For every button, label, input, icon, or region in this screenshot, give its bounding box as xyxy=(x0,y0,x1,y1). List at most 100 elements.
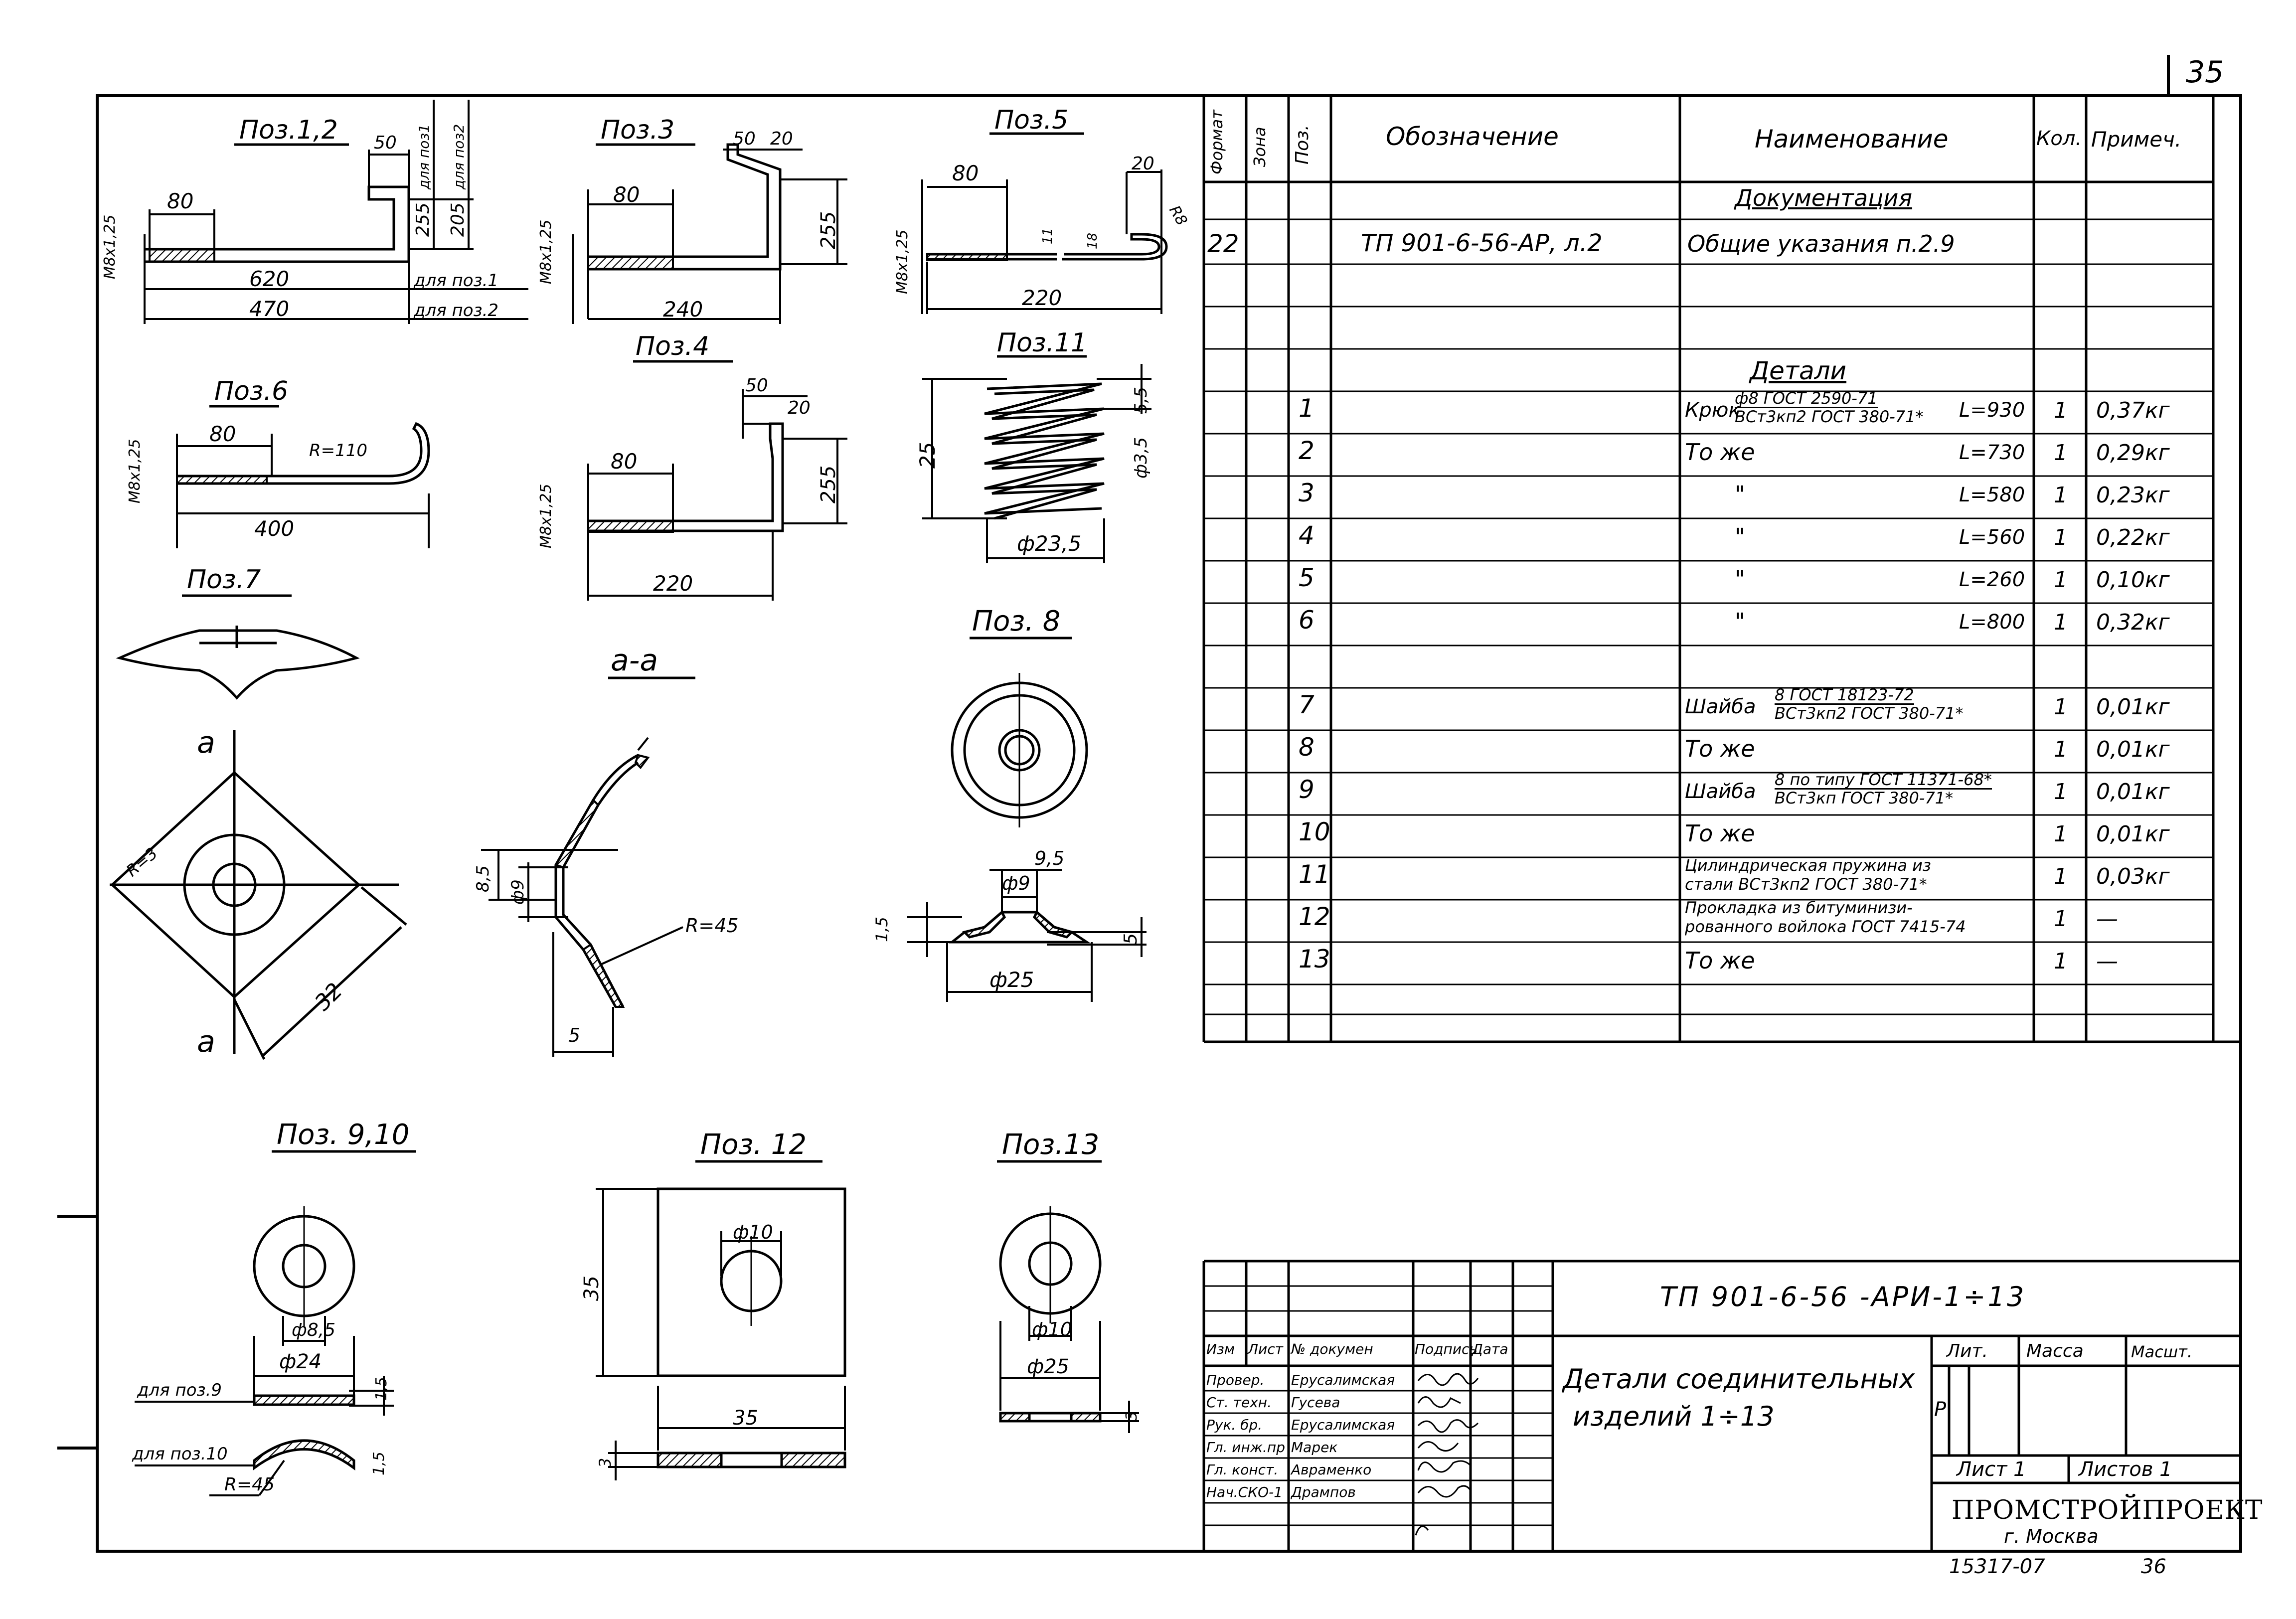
dim-35-v: 35 xyxy=(580,1276,603,1301)
spec-header-note: Примеч. xyxy=(2091,127,2182,152)
spec-row-name: То же xyxy=(1685,947,1755,974)
spec-row-pos: 10 xyxy=(1299,817,1330,846)
dim-220: 220 xyxy=(653,571,693,596)
dim-d25: ф25 xyxy=(1027,1355,1069,1378)
spec-row-note: 0,22кг xyxy=(2096,525,2170,550)
spec-row-lines xyxy=(1204,218,2213,1015)
spec-row-qty: 1 xyxy=(2054,483,2068,508)
view-title-poz-3: Поз.3 xyxy=(601,115,674,145)
tb-mass: Масса xyxy=(2026,1341,2084,1361)
dim-d9: ф9 xyxy=(1002,872,1030,894)
dim-50: 50 xyxy=(745,375,768,396)
dim-240: 240 xyxy=(663,297,703,322)
spec-row-qty: 1 xyxy=(2054,610,2068,635)
tb-col-sign: Подпись xyxy=(1415,1341,1477,1357)
spec-row-qty: 1 xyxy=(2054,525,2068,550)
dim-80: 80 xyxy=(613,182,640,207)
fraction-bottom: ВСт3кп ГОСТ 380-71* xyxy=(1775,789,1954,808)
spec-row-qty: 1 xyxy=(2054,398,2068,423)
thread-label: М8х1,25 xyxy=(537,219,555,284)
view-title-poz-7: Поз.7 xyxy=(187,565,261,595)
tb-org: ПРОМСТРОЙПРОЕКТ xyxy=(1952,1495,2263,1525)
dim-11: 11 xyxy=(1040,228,1055,244)
view-poz-1-2 xyxy=(144,100,528,324)
view-section-a-a xyxy=(481,676,695,1057)
spec-row-name: Шайба xyxy=(1685,780,1756,803)
signer-name: Ерусалимская xyxy=(1291,1372,1395,1388)
spec-row-pos: 6 xyxy=(1299,606,1314,635)
fraction-bottom: ВСт3кп2 ГОСТ 380-71* xyxy=(1735,407,1924,426)
view-title-poz-11: Поз.11 xyxy=(997,328,1087,358)
dim-80: 80 xyxy=(167,189,193,213)
view-title-poz-12: Поз. 12 xyxy=(700,1129,807,1161)
spec-row-name: То же xyxy=(1685,439,1755,466)
thread-label: М8х1,25 xyxy=(101,214,119,279)
signer-role: Нач.СКО-1 xyxy=(1206,1484,1283,1500)
dim-d25: ф25 xyxy=(989,968,1034,992)
dim-5-5: 5,5 xyxy=(1131,387,1151,414)
dim-1-5-b: 1,5 xyxy=(370,1452,388,1475)
spec-row-length: L=800 xyxy=(1959,611,2025,634)
tb-col-doc: № докумен xyxy=(1291,1341,1373,1357)
spec-row-pos: 13 xyxy=(1299,945,1330,973)
spec-header-qty: Кол. xyxy=(2036,127,2082,150)
tb-col-date: Дата xyxy=(1472,1341,1508,1357)
spec-row-note: — xyxy=(2096,949,2118,974)
dim-r8: R8 xyxy=(1165,203,1190,229)
spec-row-note: 0,37кг xyxy=(2096,398,2170,423)
spec-row-length: L=260 xyxy=(1959,568,2025,591)
dim-400: 400 xyxy=(254,516,294,541)
signer-role: Провер. xyxy=(1206,1372,1265,1388)
spec-row-note: — xyxy=(2096,906,2118,932)
dim-d10: ф10 xyxy=(733,1221,773,1243)
spec-row-pos: 4 xyxy=(1299,521,1314,550)
tb-lit-value: Р xyxy=(1934,1398,1947,1421)
dim-r3: R=3 xyxy=(123,843,162,880)
spec-row-pos: 3 xyxy=(1299,479,1314,507)
tb-scale: Масшт. xyxy=(2131,1342,2192,1361)
dim-d23-5: ф23,5 xyxy=(1017,531,1081,556)
spec-row-pos: 9 xyxy=(1299,775,1314,804)
dim-255: 255 xyxy=(817,466,840,503)
tb-sheet: Лист 1 xyxy=(1957,1458,2026,1481)
spec-row-pos: 5 xyxy=(1299,563,1314,592)
dim-for-poz2-v: для поз2 xyxy=(451,124,467,190)
view-title-poz-13: Поз.13 xyxy=(1002,1129,1099,1161)
fraction-bottom: ВСт3кп2 ГОСТ 380-71* xyxy=(1775,704,1964,723)
spec-row-name: " xyxy=(1735,608,1746,635)
spec-row-note: 0,03кг xyxy=(2096,864,2170,889)
dim-5: 5 xyxy=(568,1024,580,1046)
dim-9-5: 9,5 xyxy=(1034,847,1064,869)
signatures xyxy=(1415,1373,1479,1536)
spec-row-pos: 1 xyxy=(1299,394,1314,423)
spec-row-pos: 11 xyxy=(1299,860,1330,889)
sheet-frame xyxy=(57,55,2242,1553)
dim-80: 80 xyxy=(209,422,236,446)
spec-row-qty: 1 xyxy=(2054,440,2068,466)
dim-d8-5: ф8,5 xyxy=(292,1320,335,1340)
title-block-thin xyxy=(1204,1285,1553,1526)
spec-row-length: L=930 xyxy=(1959,399,2025,422)
spec-row-length: L=560 xyxy=(1959,526,2025,549)
spec-row-length: L=730 xyxy=(1959,441,2025,464)
spec-row-pos: 7 xyxy=(1299,690,1314,719)
dim-205: 205 xyxy=(448,202,468,237)
spec-row-note: 0,01кг xyxy=(2096,694,2170,720)
view-poz-7 xyxy=(110,594,407,1060)
thread-label: М8х1,25 xyxy=(894,229,911,294)
section-mark-top: а xyxy=(197,725,215,760)
signer-name: Марек xyxy=(1291,1439,1338,1456)
spec-row-name: Крюк xyxy=(1685,399,1741,422)
view-title-poz-5: Поз.5 xyxy=(994,105,1068,135)
fraction-top: 8 по типу ГОСТ 11371-68* xyxy=(1775,770,1992,790)
signer-name: Ерусалимская xyxy=(1291,1417,1395,1433)
view-title-poz-1-2: Поз.1,2 xyxy=(239,115,338,145)
spec-row-note: 0,01кг xyxy=(2096,779,2170,805)
dim-for-poz2: для поз.2 xyxy=(413,301,498,321)
dim-80: 80 xyxy=(611,449,637,474)
dim-for-poz1-v: для поз1 xyxy=(416,124,432,190)
dim-3: 3 xyxy=(1123,1411,1141,1421)
spec-row-material-fraction: 8 по типу ГОСТ 11371-68*ВСт3кп ГОСТ 380-… xyxy=(1775,771,1992,807)
